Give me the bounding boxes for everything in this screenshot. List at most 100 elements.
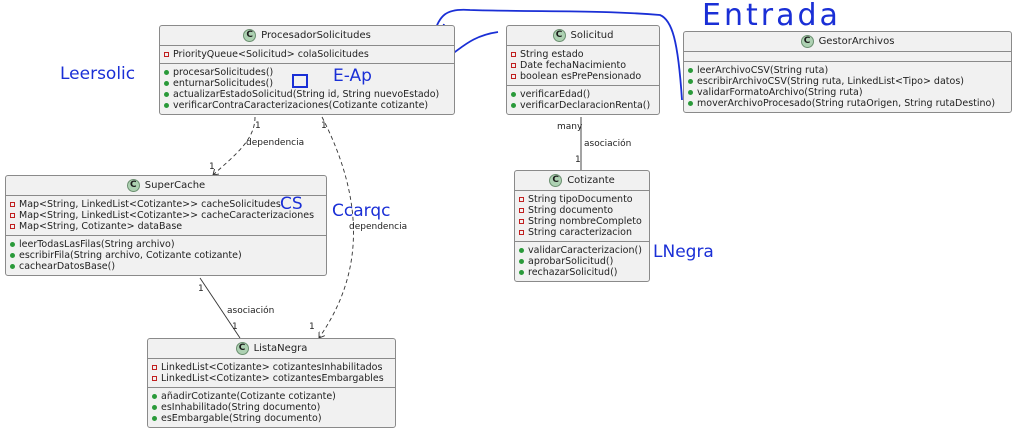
private-visibility-icon [10,224,15,229]
public-visibility-icon [152,394,157,399]
attribute-row: String estado [511,49,655,60]
method-row: leerTodasLasFilas(String archivo) [10,239,322,250]
public-visibility-icon [164,92,169,97]
attribute-row: Map<String, Cotizante> dataBase [10,221,322,232]
class-c-icon: C [126,179,140,192]
class-methods-section: leerArchivoCSV(String ruta)escribirArchi… [684,62,1011,112]
attribute-text: String estado [520,49,584,60]
attribute-text: String tipoDocumento [528,194,633,205]
method-row: verificarDeclaracionRenta() [511,100,655,111]
dep1-from-mult: 1 [255,121,261,131]
method-row: añadirCotizante(Cotizante cotizante) [152,391,391,402]
dep2-to-mult: 1 [309,322,315,332]
attribute-row: String caracterizacion [519,227,645,238]
public-visibility-icon [10,242,15,247]
asoc1-from-mult: many [557,122,583,132]
method-text: enturnarSolicitudes() [173,78,274,89]
class-methods-section: verificarEdad()verificarDeclaracionRenta… [507,86,659,114]
method-row: moverArchivoProcesado(String rutaOrigen,… [688,98,1007,109]
attribute-row: Date fechaNacimiento [511,60,655,71]
annotation-entrada: Entrada [702,0,841,33]
annotation-c-carac: Ccarqc [332,201,391,221]
class-methods-section: validarCaracterizacion()aprobarSolicitud… [515,242,649,281]
attribute-text: String nombreCompleto [528,216,642,227]
method-text: añadirCotizante(Cotizante cotizante) [161,391,336,402]
method-text: procesarSolicitudes() [173,67,274,78]
private-visibility-icon [511,63,516,68]
method-text: escribirFila(String archivo, Cotizante c… [19,250,242,261]
class-name: ProcesadorSolicitudes [261,30,371,41]
method-row: actualizarEstadoSolicitud(String id, Str… [164,89,450,100]
attribute-row: String tipoDocumento [519,194,645,205]
public-visibility-icon [164,70,169,75]
method-text: verificarDeclaracionRenta() [520,100,651,111]
attribute-row: String documento [519,205,645,216]
dep2-from-mult: 1 [321,121,327,131]
attribute-text: LinkedList<Cotizante> cotizantesInhabili… [161,362,383,373]
public-visibility-icon [511,103,516,108]
handwritten-arrow-stroke [433,8,683,101]
asoc1-label: asociación [584,139,632,149]
private-visibility-icon [10,213,15,218]
private-visibility-icon [519,219,524,224]
public-visibility-icon [152,416,157,421]
private-visibility-icon [519,230,524,235]
public-visibility-icon [688,90,693,95]
private-visibility-icon [164,52,169,57]
class-c-icon: C [549,174,563,187]
private-visibility-icon [511,74,516,79]
attribute-text: Map<String, Cotizante> dataBase [19,221,183,232]
dependency-line-procesador-supercache [213,116,256,175]
attribute-text: Date fechaNacimiento [520,60,627,71]
class-attributes-section: Map<String, LinkedList<Cotizante>> cache… [6,196,326,236]
private-visibility-icon [511,52,516,57]
class-attributes-section [684,52,1011,62]
attribute-row: LinkedList<Cotizante> cotizantesInhabili… [152,362,391,373]
method-text: escribirArchivoCSV(String ruta, LinkedLi… [697,76,964,87]
public-visibility-icon [519,259,524,264]
public-visibility-icon [164,103,169,108]
public-visibility-icon [519,248,524,253]
dep1-to-mult: 1 [209,162,215,172]
dep2-label: dependencia [349,222,408,232]
method-row: esEmbargable(String documento) [152,413,391,424]
method-row: esInhabilitado(String documento) [152,402,391,413]
attribute-text: boolean esPrePensionado [520,71,642,82]
class-name: ListaNegra [253,343,308,354]
private-visibility-icon [10,202,15,207]
method-text: esEmbargable(String documento) [161,413,322,424]
method-row: validarCaracterizacion() [519,245,645,256]
public-visibility-icon [519,270,524,275]
method-text: moverArchivoProcesado(String rutaOrigen,… [697,98,996,109]
attribute-text: String documento [528,205,614,216]
class-name: Cotizante [567,175,615,186]
method-row: validarFormatoArchivo(String ruta) [688,87,1007,98]
attribute-row: boolean esPrePensionado [511,71,655,82]
attribute-text: LinkedList<Cotizante> cotizantesEmbargab… [161,373,384,384]
public-visibility-icon [511,92,516,97]
attribute-row: Map<String, LinkedList<Cotizante>> cache… [10,210,322,221]
annotation-e-ap: E-Ap [333,66,372,86]
method-text: actualizarEstadoSolicitud(String id, Str… [173,89,440,100]
class-name: SuperCache [144,180,206,191]
class-attributes-section: LinkedList<Cotizante> cotizantesInhabili… [148,359,395,388]
method-text: verificarContraCaracterizaciones(Cotizan… [173,100,429,111]
annotation-cs: CS [280,194,303,214]
asoc2-label: asociación [227,306,275,316]
asoc2-from-mult: 1 [198,284,204,294]
attribute-row: LinkedList<Cotizante> cotizantesEmbargab… [152,373,391,384]
class-c-icon: C [235,342,249,355]
method-row: verificarContraCaracterizaciones(Cotizan… [164,100,450,111]
method-text: aprobarSolicitud() [528,256,614,267]
